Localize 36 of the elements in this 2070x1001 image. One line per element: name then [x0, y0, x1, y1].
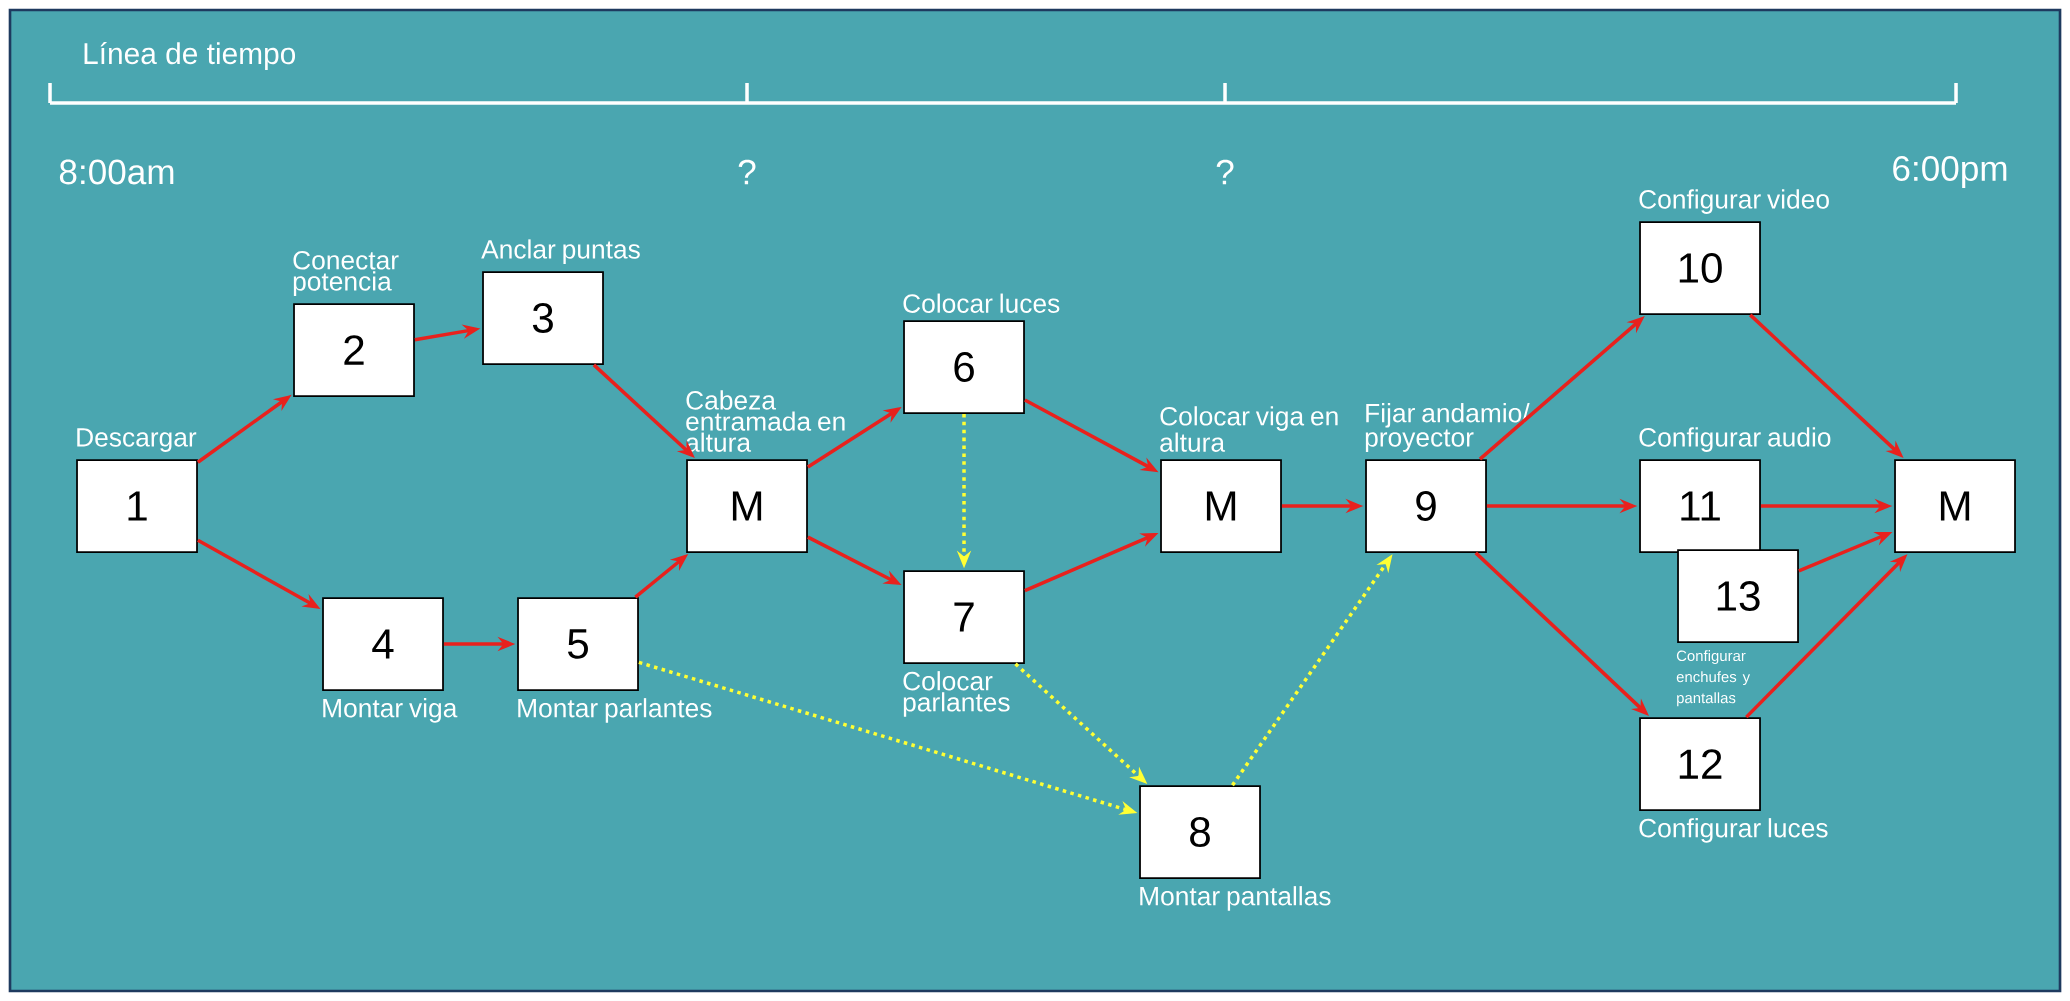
process-box: 5: [517, 597, 639, 691]
process-box: 13: [1677, 549, 1799, 643]
step-caption: Configurar luces: [1639, 818, 1828, 843]
step-caption: Montar viga: [323, 698, 458, 723]
timeline-label: ?: [1216, 159, 1234, 185]
step-caption: Colocar parlantes: [903, 671, 1010, 717]
step-caption: Conectar potencia: [293, 250, 399, 296]
process-box: 7: [903, 570, 1025, 664]
process-box: 4: [322, 597, 444, 691]
process-box: 10: [1639, 221, 1761, 315]
step-caption: Cabeza entramada en altura: [686, 390, 845, 452]
process-box: 11: [1639, 459, 1761, 553]
timeline-label: 8:00am: [59, 159, 174, 185]
step-caption: Configurar enchufes y pantallas: [1676, 650, 1751, 707]
process-box: 9: [1365, 459, 1487, 553]
step-caption: Colocar viga en altura: [1160, 406, 1338, 452]
step-caption: Configurar video: [1639, 189, 1829, 214]
process-box: 6: [903, 320, 1025, 414]
process-box: M: [686, 459, 808, 553]
process-box: M: [1894, 459, 2016, 553]
step-caption: Configurar audio: [1639, 427, 1831, 452]
process-box: 2: [293, 303, 415, 397]
step-caption: Montar parlantes: [518, 698, 712, 723]
step-caption: Descargar: [77, 428, 197, 452]
timeline-label: 6:00pm: [1893, 156, 2007, 188]
timeline-label: Línea de tiempo: [84, 41, 296, 71]
process-box: 1: [76, 459, 198, 553]
process-box: 3: [482, 271, 604, 365]
timeline-label: ?: [738, 159, 756, 185]
step-caption: Anclar puntas: [481, 239, 640, 264]
step-caption: Fijar andamio/ proyector: [1365, 403, 1530, 452]
process-box: 12: [1639, 717, 1761, 811]
step-caption: Montar pantallas: [1140, 886, 1331, 911]
step-caption: Colocar luces: [903, 293, 1060, 313]
process-box: M: [1160, 459, 1282, 553]
process-box: 8: [1139, 785, 1261, 879]
